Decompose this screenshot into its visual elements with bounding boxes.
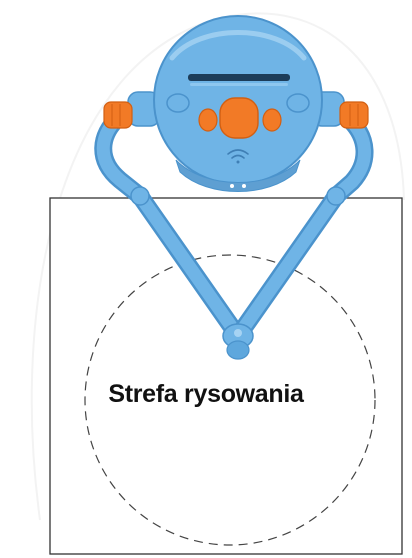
orange-side-button-right bbox=[263, 109, 281, 131]
orange-side-button-left bbox=[199, 109, 217, 131]
right-orange-knob bbox=[340, 102, 368, 128]
drawing-zone-label: Strefa rysowania bbox=[50, 374, 362, 414]
orange-center-button bbox=[220, 98, 258, 138]
left-round-button bbox=[167, 94, 189, 112]
right-arm-joint bbox=[327, 187, 345, 205]
pen-holder-icon bbox=[223, 324, 253, 359]
left-orange-knob bbox=[104, 102, 132, 128]
right-round-button bbox=[287, 94, 309, 112]
left-arm-joint bbox=[131, 187, 149, 205]
display-slot bbox=[188, 74, 290, 81]
